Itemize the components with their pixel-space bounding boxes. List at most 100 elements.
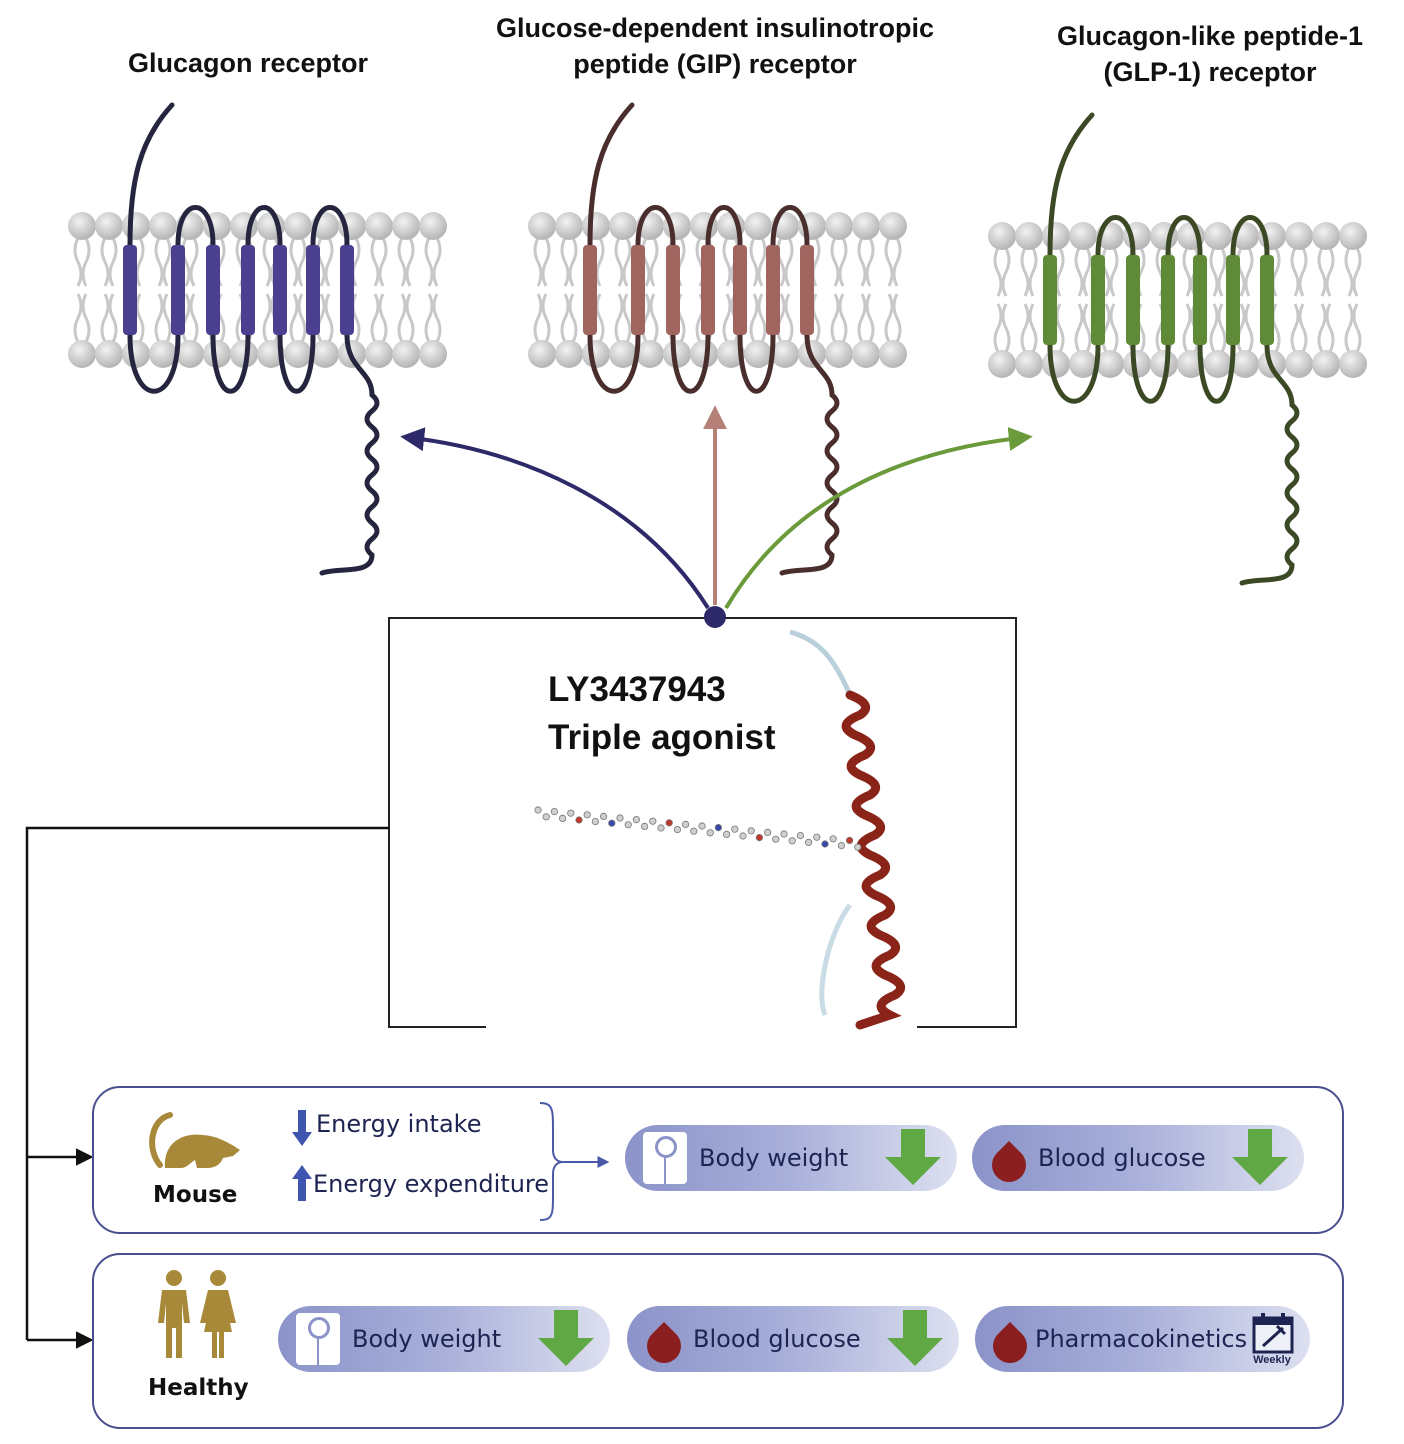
transmembrane-helix	[241, 245, 255, 335]
arrow-down-green-icon	[885, 1129, 941, 1185]
atom	[690, 827, 698, 835]
agonist-title: LY3437943 Triple agonist	[548, 666, 776, 762]
atom	[591, 817, 600, 826]
atom	[854, 843, 862, 851]
scale-icon	[296, 1313, 340, 1365]
transmembrane-helix	[1161, 255, 1175, 345]
healthy-blood-glucose-pill: Blood glucose	[627, 1306, 959, 1372]
atom	[763, 828, 772, 837]
atom	[616, 814, 624, 822]
atom	[747, 827, 755, 835]
blood-drop-icon	[984, 1140, 1034, 1190]
arrow-down-green-icon	[538, 1310, 594, 1366]
transmembrane-helix	[1126, 255, 1140, 345]
atom	[608, 819, 616, 827]
atom	[657, 824, 665, 832]
gip-title-line1: Glucose-dependent insulinotropic	[495, 13, 935, 43]
atom	[714, 823, 723, 832]
blood-drop-icon	[985, 1321, 1035, 1371]
transmembrane-helix	[340, 245, 354, 335]
effect-energy-intake: Energy intake	[316, 1110, 482, 1138]
receptor-backbone-gip	[587, 102, 840, 576]
transmembrane-helix	[800, 245, 814, 335]
atom	[755, 833, 764, 842]
pill-label: Body weight	[699, 1144, 849, 1172]
mouse-icon	[149, 1112, 240, 1168]
connector-line	[25, 826, 389, 1340]
calendar-syringe-icon: Weekly	[1251, 1310, 1295, 1368]
atom	[772, 835, 780, 843]
people-icon	[158, 1270, 236, 1358]
atom	[845, 836, 854, 845]
transmembrane-helix	[666, 245, 680, 335]
atom	[821, 840, 829, 848]
membranes	[68, 212, 1367, 378]
atom	[681, 820, 690, 829]
gip-receptor-title: Glucose-dependent insulinotropic peptide…	[440, 10, 990, 82]
glp1-title-line1: Glucagon-like peptide-1	[1056, 21, 1364, 51]
brace-arrow	[539, 1102, 610, 1221]
transmembrane-helix	[583, 245, 597, 335]
transmembrane-helix	[123, 245, 137, 335]
gip-title-line2: peptide (GIP) receptor	[573, 49, 857, 79]
atom	[829, 835, 837, 843]
transmembrane-helix	[273, 245, 287, 335]
healthy-label: Healthy	[148, 1375, 249, 1401]
atom	[632, 815, 641, 824]
transmembrane-helix	[1193, 255, 1207, 345]
atom	[575, 816, 583, 824]
atom	[739, 832, 747, 840]
atom	[624, 821, 632, 829]
receptor-backbone-glp1	[1047, 112, 1300, 586]
agonist-code: LY3437943	[548, 670, 726, 709]
atom	[796, 831, 805, 840]
atom	[804, 838, 813, 847]
atom	[706, 829, 714, 837]
transmembrane-helix	[306, 245, 320, 335]
weekly-badge: Weekly	[1253, 1354, 1291, 1366]
blood-drop-icon	[639, 1321, 689, 1371]
atom	[550, 807, 559, 816]
atom	[649, 817, 657, 825]
mouse-label: Mouse	[153, 1182, 238, 1208]
scale-icon	[643, 1132, 687, 1184]
effect-energy-expenditure: Energy expenditure	[313, 1170, 550, 1198]
transmembrane-helix	[733, 245, 747, 335]
arrow-down-blue-icon	[292, 1110, 312, 1146]
atom	[583, 811, 591, 819]
atom	[534, 806, 542, 814]
mouse-blood-glucose-pill: Blood glucose	[972, 1125, 1304, 1191]
transmembrane-helix	[171, 245, 185, 335]
transmembrane-helix	[631, 245, 645, 335]
receptors	[123, 102, 1300, 586]
arrow-down-green-icon	[887, 1310, 943, 1366]
glp1-title-line2: (GLP-1) receptor	[1103, 57, 1317, 87]
lipid-bilayer-gip	[528, 212, 907, 368]
agonist-box	[388, 617, 1017, 1028]
atom	[640, 822, 649, 831]
glp1-receptor-title: Glucagon-like peptide-1 (GLP-1) receptor	[1010, 18, 1404, 90]
atom	[731, 825, 739, 833]
pill-label: Body weight	[352, 1325, 502, 1353]
lipid-side-chain	[534, 806, 862, 851]
arrow-to-glucagon-receptor	[400, 427, 710, 610]
atom	[558, 814, 567, 823]
healthy-body-weight-pill: Body weight	[278, 1306, 610, 1372]
mouse-body-weight-pill: Body weight	[625, 1125, 957, 1191]
transmembrane-helix	[1260, 255, 1274, 345]
transmembrane-helix	[766, 245, 780, 335]
peptide-helix	[841, 690, 905, 1030]
glucagon-receptor-title: Glucagon receptor	[127, 48, 369, 78]
peptide-coil-bottom	[819, 903, 852, 1016]
peptide-coil-top	[789, 629, 853, 696]
pill-label: Blood glucose	[1038, 1144, 1206, 1172]
atom	[542, 813, 550, 821]
pill-label: Pharmacokinetics	[1035, 1325, 1248, 1353]
transmembrane-helix	[701, 245, 715, 335]
pill-label: Blood glucose	[693, 1325, 861, 1353]
arrow-down-green-icon	[1232, 1129, 1288, 1185]
healthy-pharmacokinetics-pill: Pharmacokinetics Weekly	[975, 1306, 1310, 1372]
atom	[665, 819, 673, 827]
atom	[837, 841, 846, 850]
transmembrane-helix	[1091, 255, 1105, 345]
